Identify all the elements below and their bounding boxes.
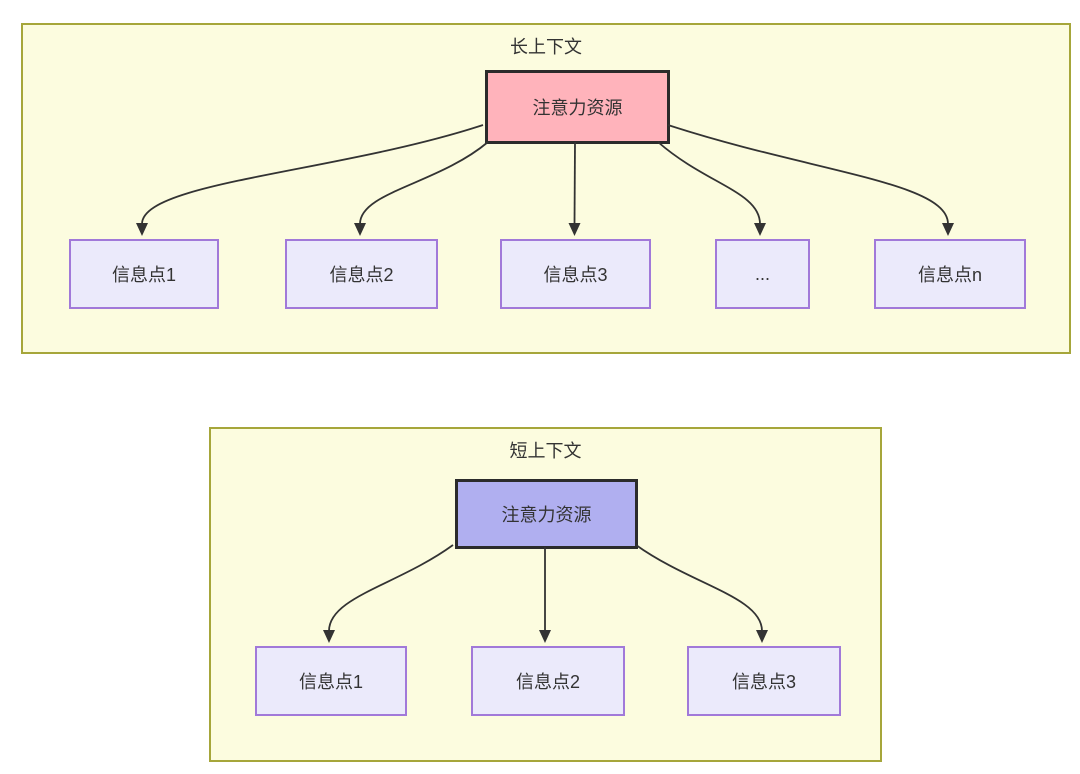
short-context-panel: 短上下文 注意力资源 信息点1 信息点2 信息点3 (209, 427, 882, 762)
long-info-label-3: 信息点3 (543, 265, 608, 285)
short-info-box-3: 信息点3 (687, 646, 841, 716)
long-info-box-2: 信息点2 (285, 239, 438, 309)
long-info-label-n: 信息点n (917, 265, 982, 285)
long-context-panel: 长上下文 注意力资源 信息点1 信息点2 信息点3 ... 信息点n (21, 23, 1071, 354)
long-info-box-1: 信息点1 (69, 239, 219, 309)
long-attention-box: 注意力资源 (485, 70, 670, 144)
long-info-box-3: 信息点3 (500, 239, 651, 309)
long-context-title: 长上下文 (510, 37, 582, 57)
short-attention-label: 注意力资源 (501, 505, 592, 525)
short-info-box-2: 信息点2 (471, 646, 625, 716)
long-info-box-ellipsis: ... (715, 239, 810, 309)
long-info-label-ellipsis: ... (754, 263, 770, 284)
long-attention-label: 注意力资源 (532, 98, 623, 118)
long-info-label-1: 信息点1 (111, 265, 176, 285)
long-info-label-2: 信息点2 (329, 265, 394, 285)
long-info-box-n: 信息点n (874, 239, 1026, 309)
short-context-title: 短上下文 (509, 441, 582, 461)
short-info-box-1: 信息点1 (255, 646, 407, 716)
short-attention-box: 注意力资源 (455, 479, 638, 549)
short-info-label-2: 信息点2 (515, 672, 580, 692)
short-info-label-1: 信息点1 (298, 672, 363, 692)
short-info-label-3: 信息点3 (731, 672, 796, 692)
